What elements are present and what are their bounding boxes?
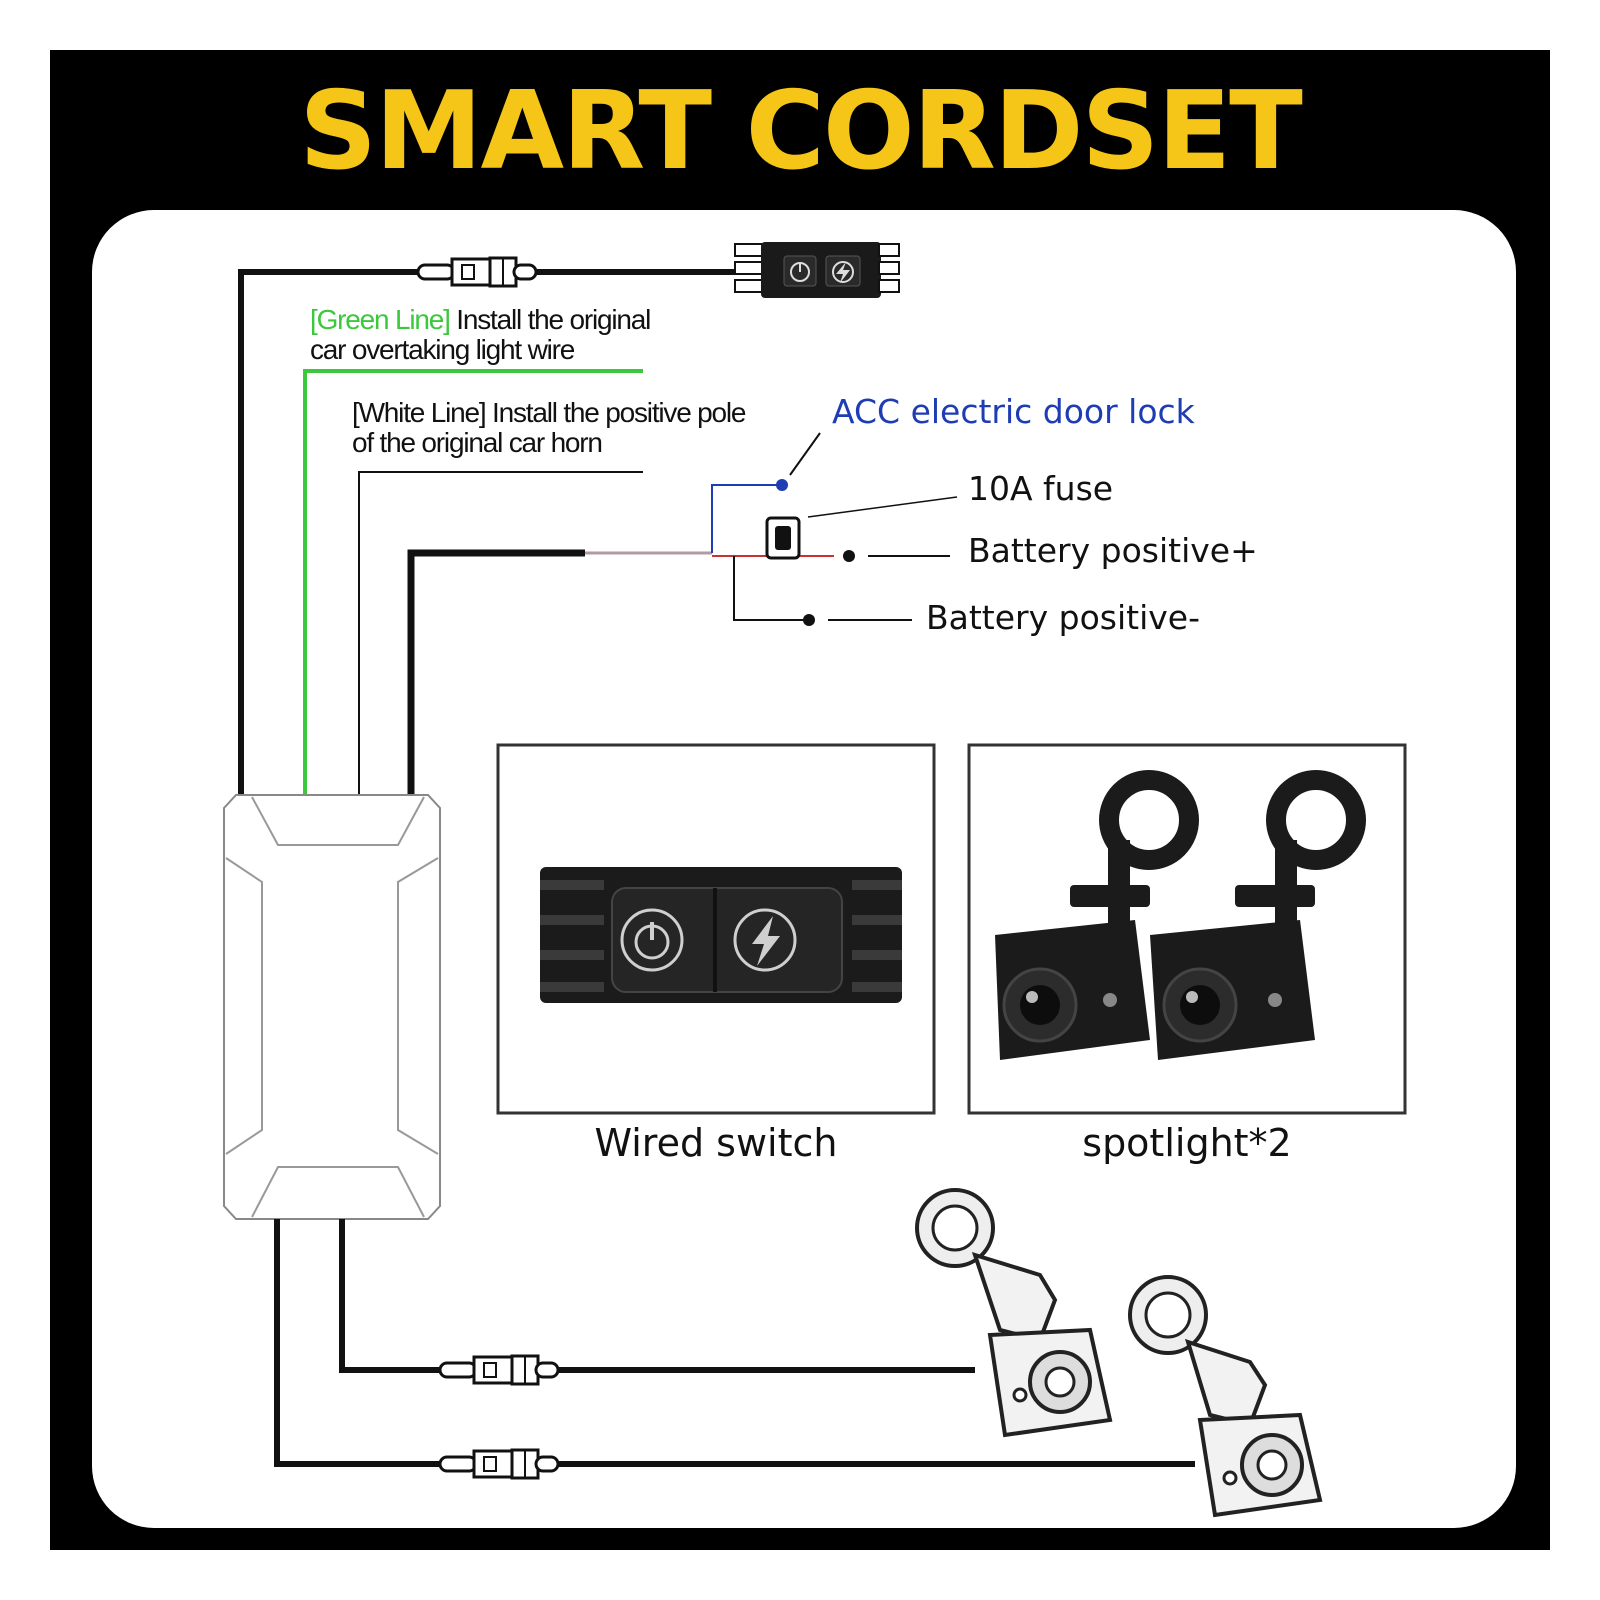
spotlight-right xyxy=(1150,770,1366,1060)
spotlight-outline-1 xyxy=(915,1188,1113,1438)
white-line-text: [White Line] Install the positive pole xyxy=(352,397,747,428)
spotlight-outline-2 xyxy=(1128,1275,1323,1518)
wire-power xyxy=(407,549,585,795)
green-line-label: [Green Line] Install the original car ov… xyxy=(310,304,651,365)
green-line-text-2: car overtaking light wire xyxy=(310,334,575,365)
fuse-label: 10A fuse xyxy=(968,469,1114,508)
fuse-holder xyxy=(765,516,801,560)
mini-power-icon xyxy=(790,262,810,282)
wire-white xyxy=(358,471,643,795)
wire-green xyxy=(303,369,643,795)
spotlight-caption: spotlight*2 xyxy=(1082,1121,1292,1165)
white-line-text-2: of the original car horn xyxy=(352,427,603,458)
battery-positive-label: Battery positive+ xyxy=(968,531,1258,570)
battery-negative-label: Battery positive- xyxy=(926,598,1200,637)
acc-label: ACC electric door lock xyxy=(832,392,1195,431)
mini-lightning-icon xyxy=(832,261,854,283)
wire-bottom-2 xyxy=(274,1219,440,1467)
controller-box xyxy=(223,794,441,1220)
wire-bottom-1 xyxy=(339,1219,440,1373)
power-icon xyxy=(620,908,684,972)
spotlight-image-dark xyxy=(995,770,1366,1060)
spotlight-left xyxy=(995,770,1199,1060)
lightning-icon xyxy=(733,908,797,972)
mini-switch xyxy=(734,242,900,298)
wire-top xyxy=(238,269,735,795)
inline-connector-bottom-2 xyxy=(438,1448,560,1480)
page-title: SMART CORDSET xyxy=(299,69,1303,194)
spotlight-image-outline xyxy=(915,1188,1323,1518)
green-line-text: Install the original xyxy=(449,304,651,335)
inline-connector-bottom-1 xyxy=(438,1354,560,1386)
wired-switch-image xyxy=(540,867,902,1003)
switch-caption: Wired switch xyxy=(594,1121,838,1165)
inline-connector-top xyxy=(416,256,538,288)
green-line-tag: [Green Line] xyxy=(310,304,451,335)
white-line-label: [White Line] Install the positive pole o… xyxy=(352,397,747,458)
wire-power-split xyxy=(585,432,958,626)
